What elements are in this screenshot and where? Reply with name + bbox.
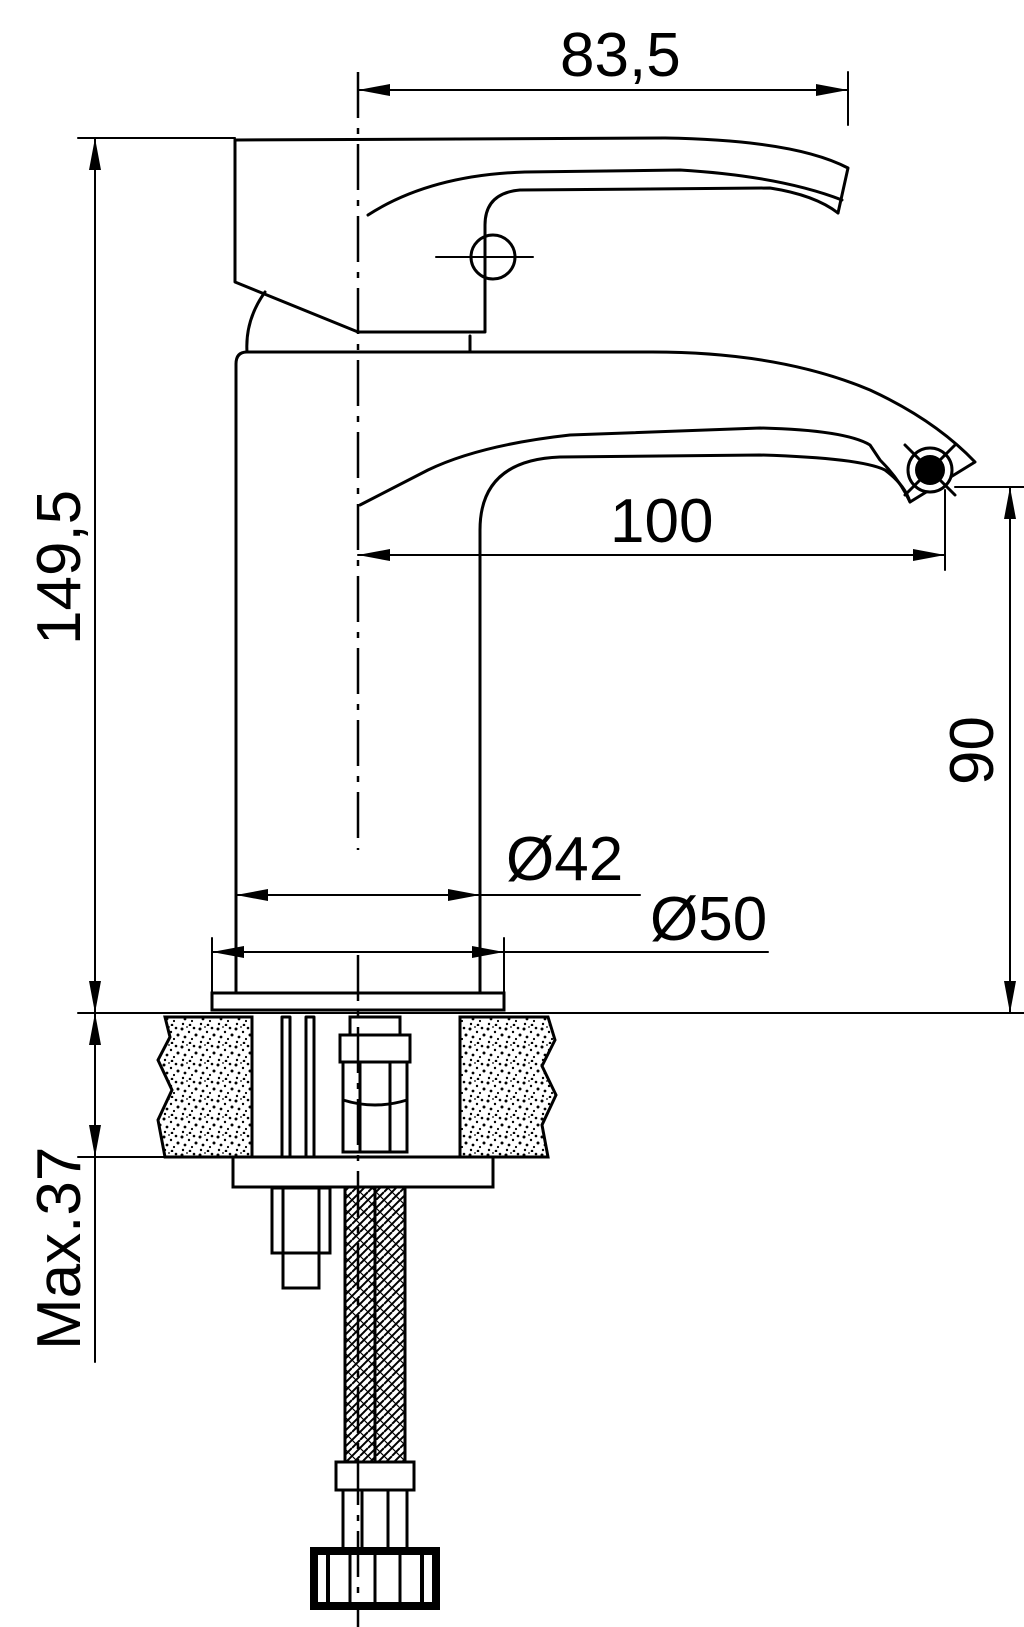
mounting-hardware [231,1015,495,1290]
dim-body-diameter: Ø42 [506,825,623,894]
dim-spout-height: 90 [938,716,1007,785]
dim-max-thickness: Max.37 [25,1147,94,1350]
faucet-body [210,136,977,1012]
dim-total-height: 149,5 [25,490,94,645]
dim-top-width: 83,5 [560,21,681,90]
dim-spout-reach: 100 [610,487,713,556]
braided-hose [310,1185,440,1610]
aerator [903,443,957,497]
dimension-lines [77,71,1024,1363]
dim-base-diameter: Ø50 [650,885,767,954]
